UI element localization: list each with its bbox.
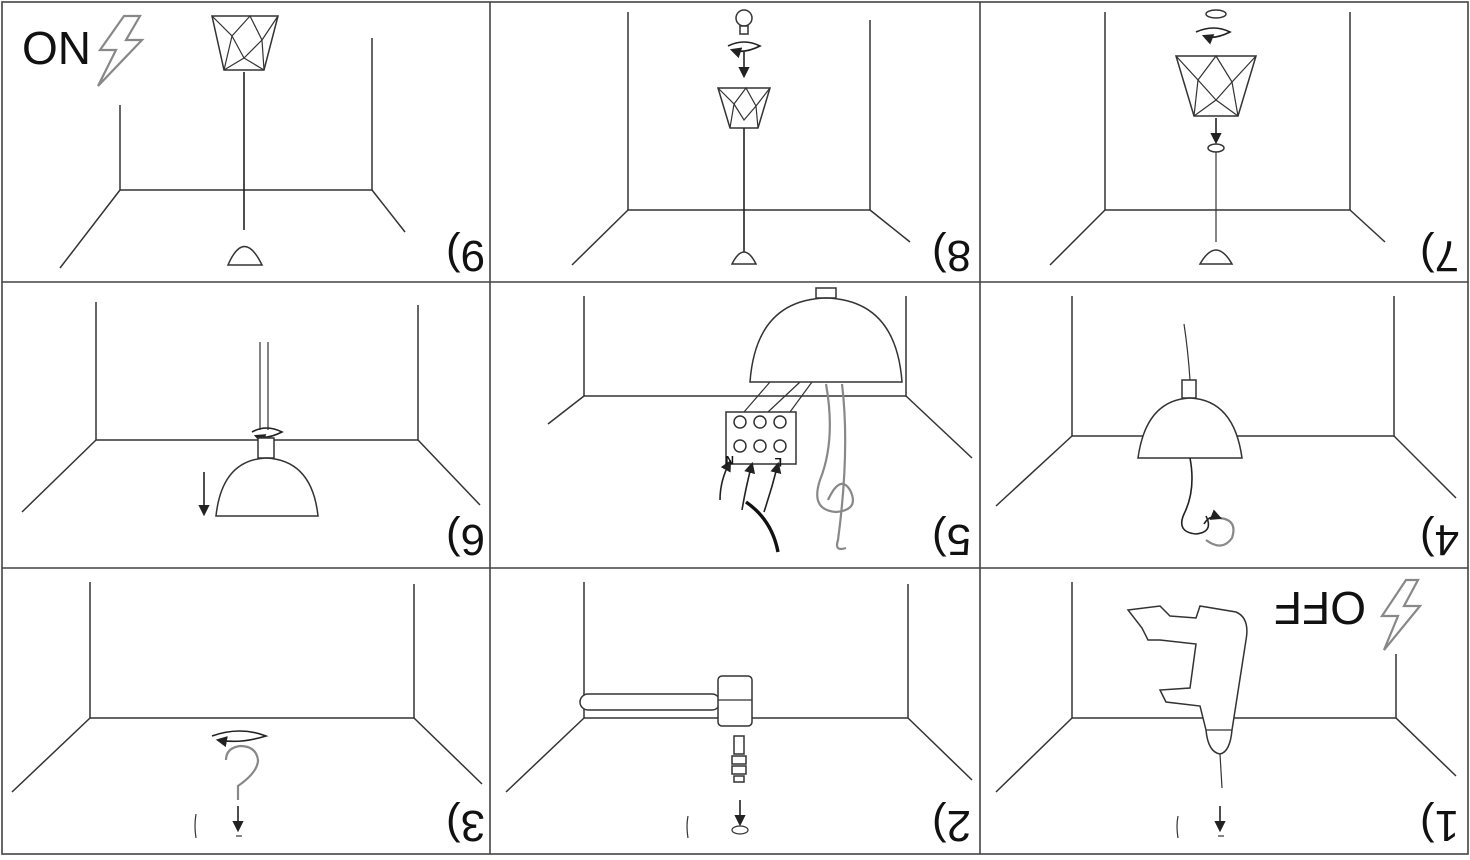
lamp-with-shade bbox=[718, 88, 770, 264]
power-on-label: ON bbox=[22, 22, 91, 74]
pendant-cord bbox=[1200, 144, 1232, 264]
terminal-block bbox=[726, 382, 812, 464]
panel-step-3: 3) bbox=[12, 582, 485, 850]
panel-step-8: 8) bbox=[572, 10, 971, 280]
rotate-arrow-icon bbox=[252, 428, 282, 437]
light-bulb-icon bbox=[736, 10, 752, 34]
step-label-6: 6) bbox=[446, 515, 485, 564]
wall-plug bbox=[732, 736, 746, 782]
step-label-7: 7) bbox=[1420, 231, 1459, 280]
step-label-1: 1) bbox=[1420, 801, 1459, 850]
lightning-bolt-icon bbox=[98, 16, 142, 86]
ceiling-hook-icon bbox=[817, 384, 853, 549]
step-label-8: 8) bbox=[932, 231, 971, 280]
wire-label-live: L bbox=[775, 455, 782, 469]
drill-icon bbox=[1128, 606, 1247, 788]
ceiling-hook-icon bbox=[1182, 458, 1234, 546]
step-label-5: 5) bbox=[932, 515, 971, 564]
step-label-2: 2) bbox=[932, 801, 971, 850]
panel-step-5: N L 5) bbox=[548, 288, 972, 564]
rotate-arrow-icon bbox=[728, 42, 760, 51]
lamp-shade bbox=[1176, 56, 1256, 116]
room-outline bbox=[12, 582, 482, 792]
panel-step-6: 6) bbox=[22, 302, 485, 564]
power-off-label: OFF bbox=[1274, 582, 1366, 634]
panel-step-2: 2) bbox=[506, 582, 972, 850]
shade-ring bbox=[1206, 10, 1226, 18]
rotate-arrow-icon bbox=[1196, 28, 1230, 37]
room-outline bbox=[572, 12, 910, 265]
room-outline bbox=[996, 296, 1456, 506]
rotate-arrow-icon bbox=[212, 731, 266, 741]
mains-wires: N L bbox=[720, 453, 782, 552]
step-label-4: 4) bbox=[1420, 515, 1459, 564]
ceiling-hook-icon bbox=[226, 746, 258, 800]
ceiling-canopy bbox=[216, 342, 318, 516]
power-off-indicator: OFF bbox=[1274, 580, 1420, 650]
panel-step-9: ON 9) bbox=[22, 16, 485, 280]
lightning-bolt-icon bbox=[1382, 580, 1420, 650]
power-on-indicator: ON bbox=[22, 16, 142, 86]
wire-label-neutral: N bbox=[725, 453, 734, 467]
panel-step-1: OFF 1) bbox=[996, 580, 1459, 850]
finished-lamp bbox=[212, 16, 278, 265]
step-label-9: 9) bbox=[446, 231, 485, 280]
panel-step-4: 4) bbox=[996, 296, 1459, 564]
room-outline bbox=[1050, 12, 1385, 265]
canopy-hanging bbox=[1138, 324, 1242, 458]
panel-step-7: 7) bbox=[1050, 10, 1459, 280]
canopy-dome bbox=[750, 288, 902, 382]
step-label-3: 3) bbox=[446, 801, 485, 850]
